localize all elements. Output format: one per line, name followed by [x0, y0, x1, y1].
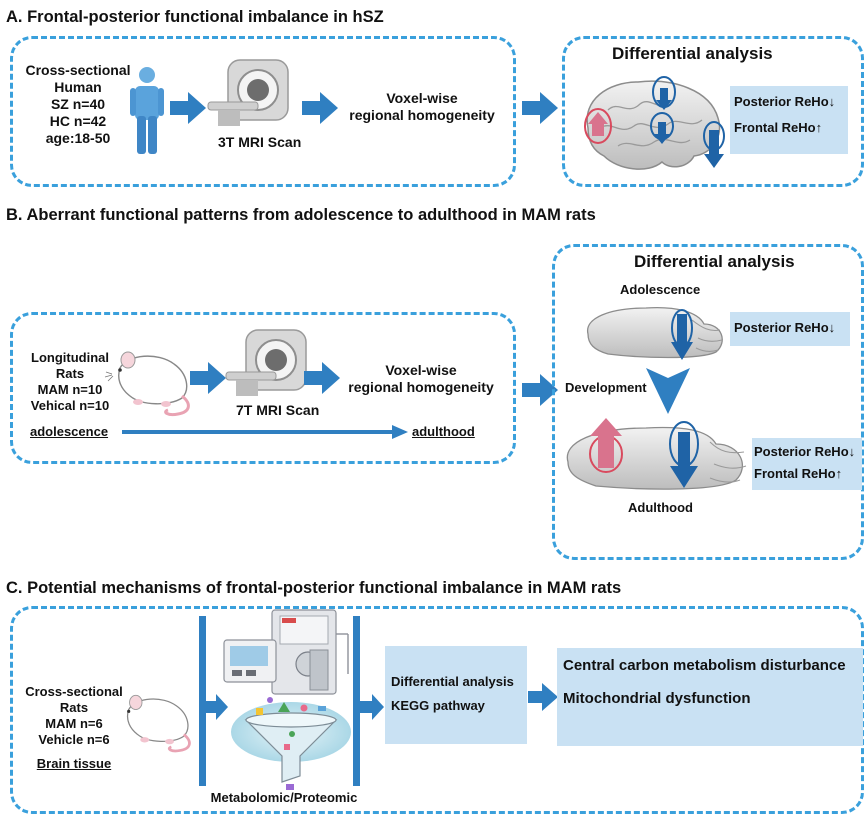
panel-b-subjects: Longitudinal Rats MAM n=10 Vehical n=10 — [20, 350, 120, 414]
panel-a-study-box — [10, 36, 516, 187]
finding-line: Central carbon metabolism disturbance — [563, 657, 846, 674]
subject-line: MAM n=6 — [45, 716, 103, 731]
flow-arrow-icon — [170, 92, 206, 124]
panel-a-subjects: Cross-sectional Human SZ n=40 HC n=42 ag… — [22, 62, 134, 147]
mri-scanner-icon — [225, 329, 307, 396]
result-line: Frontal ReHo↑ — [734, 120, 823, 135]
subject-line: HC n=42 — [49, 113, 107, 129]
analysis-box: Differential analysis KEGG pathway — [385, 646, 527, 744]
flow-arrow-icon — [360, 694, 384, 720]
subject-line: Vehical n=10 — [30, 398, 110, 413]
bracket-bar-left — [199, 616, 206, 786]
mri-scanner-icon — [207, 59, 289, 126]
result-line: Posterior ReHo↓ — [754, 444, 856, 459]
rat-brain-adolescence-icon — [587, 306, 723, 360]
flow-arrow-icon — [206, 694, 228, 720]
method-label: Voxel-wise regional homogeneity — [342, 90, 502, 124]
method-label: Voxel-wise regional homogeneity — [340, 362, 502, 396]
method-line: regional homogeneity — [349, 107, 495, 123]
subject-line: MAM n=10 — [37, 382, 103, 397]
omics-funnel-icon — [231, 697, 351, 790]
flow-arrow-icon — [528, 683, 558, 711]
subject-line: Vehicle n=6 — [38, 732, 110, 747]
panel-b-analysis-box — [552, 244, 864, 560]
method-line: regional homogeneity — [348, 379, 494, 395]
panel-a-result-box: Posterior ReHo↓ Frontal ReHo↑ — [730, 86, 848, 154]
panel-c-title: C. Potential mechanisms of frontal-poste… — [6, 579, 622, 597]
timeline-arrow-icon — [122, 425, 408, 439]
result-line: Posterior ReHo↓ — [734, 94, 836, 109]
finding-line: Mitochondrial dysfunction — [563, 690, 751, 707]
timeline-end: adulthood — [412, 424, 475, 439]
rat-icon — [126, 694, 191, 753]
subject-line: Cross-sectional — [25, 684, 123, 699]
flow-arrow-icon — [190, 362, 226, 394]
findings-box: Central carbon metabolism disturbance Mi… — [557, 648, 863, 746]
development-arrow-icon — [646, 368, 690, 414]
mass-spectrometer-icon — [223, 609, 349, 695]
development-label: Development — [565, 380, 647, 395]
subject-line: Cross-sectional — [25, 62, 131, 78]
adulthood-result-box: Posterior ReHo↓ Frontal ReHo↑ — [752, 438, 862, 490]
bracket-bar-right — [353, 616, 360, 786]
adulthood-label: Adulthood — [628, 500, 693, 515]
omics-label: Metabolomic/Proteomic — [210, 790, 358, 805]
scan-label: 7T MRI Scan — [236, 402, 320, 418]
subject-line: age:18-50 — [45, 130, 111, 146]
analysis-line: KEGG pathway — [391, 698, 485, 713]
adolescence-result-box: Posterior ReHo↓ — [730, 312, 850, 346]
panel-a-title: A. Frontal-posterior functional imbalanc… — [6, 8, 384, 26]
analysis-title: Differential analysis — [612, 44, 773, 63]
panel-c-subjects: Cross-sectional Rats MAM n=6 Vehicle n=6… — [20, 684, 128, 772]
analysis-line: Differential analysis — [391, 674, 514, 689]
method-line: Voxel-wise — [385, 362, 457, 378]
panel-a-analysis-box — [562, 36, 864, 187]
tissue-label: Brain tissue — [36, 756, 112, 771]
timeline-start: adolescence — [30, 424, 109, 439]
subject-line: Rats — [55, 366, 85, 381]
flow-arrow-icon — [522, 374, 558, 406]
scan-label: 3T MRI Scan — [218, 134, 302, 150]
method-line: Voxel-wise — [386, 90, 458, 106]
panel-b-title: B. Aberrant functional patterns from ado… — [6, 206, 596, 224]
subject-line: SZ n=40 — [50, 96, 106, 112]
flow-arrow-icon — [302, 92, 338, 124]
flow-arrow-icon — [304, 362, 340, 394]
result-line: Frontal ReHo↑ — [754, 466, 843, 481]
rat-icon — [104, 351, 190, 416]
subject-line: Rats — [59, 700, 89, 715]
subject-line: Human — [54, 79, 102, 95]
rat-brain-adulthood-icon — [566, 418, 747, 490]
flow-arrow-icon — [522, 92, 558, 124]
result-line: Posterior ReHo↓ — [734, 320, 836, 335]
adolescence-label: Adolescence — [620, 282, 701, 297]
subject-line: Longitudinal — [31, 350, 109, 365]
panel-b-study-box — [10, 312, 516, 464]
human-figure-icon — [130, 67, 164, 154]
human-brain-icon — [584, 76, 725, 170]
analysis-title: Differential analysis — [634, 252, 795, 271]
